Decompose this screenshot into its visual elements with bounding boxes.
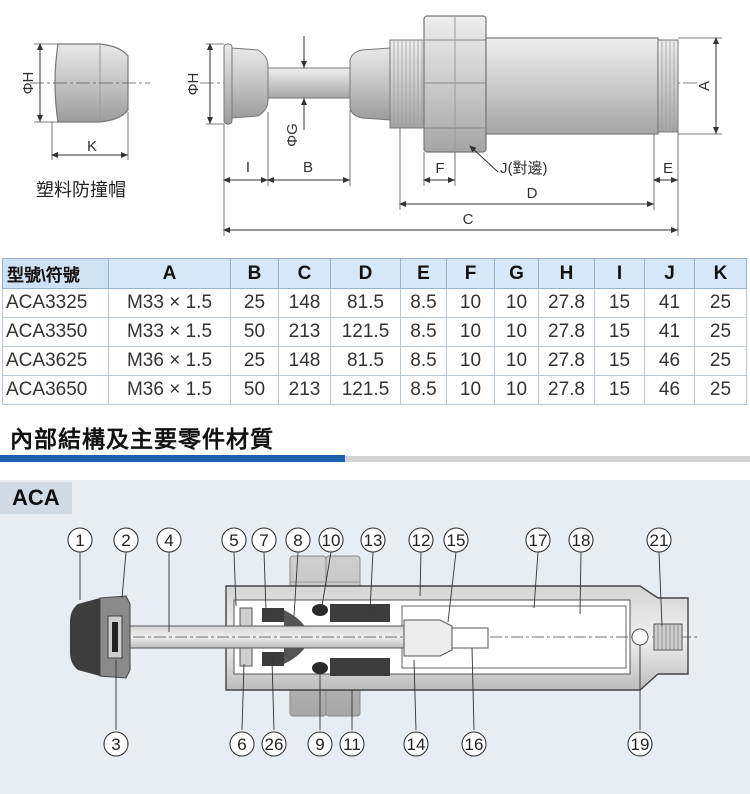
table-cell: 81.5 [330,288,401,318]
table-cell: 15 [594,288,645,318]
callout-1: 1 [75,531,84,550]
section-title: 內部結構及主要零件材質 [10,426,274,452]
b-label: B [303,159,313,176]
table-cell: 10 [446,346,495,376]
table-cell: 27.8 [538,317,595,347]
table-cell: 10 [446,317,495,347]
table-header: 型號\符號 [2,258,109,289]
table-cell: 213 [278,317,331,347]
model-cell: ACA3650 [2,375,109,405]
callout-26: 26 [265,735,284,754]
table-cell: 27.8 [538,288,595,318]
table-cell: 8.5 [400,346,447,376]
callout-7: 7 [259,531,268,550]
callout-11: 11 [343,735,361,754]
phi-h-label-2: ΦH [185,73,202,96]
callout-12: 12 [412,531,431,550]
table-cell: 10 [494,375,539,405]
callout-21: 21 [650,531,669,550]
callout-13: 13 [364,531,383,550]
callout-17: 17 [529,531,548,550]
callout-9: 9 [315,735,324,754]
c-label: C [463,211,474,228]
table-header: B [230,258,279,289]
i-label: I [246,159,250,176]
callout-16: 16 [465,735,484,754]
table-cell: 10 [446,375,495,405]
table-cell: M36 × 1.5 [108,375,231,405]
table-cell: M33 × 1.5 [108,317,231,347]
table-cell: 10 [494,288,539,318]
model-cell: ACA3625 [2,346,109,376]
table-cell: 15 [594,346,645,376]
f-label: F [435,160,444,177]
table-header: K [694,258,747,289]
table-cell: 25 [694,346,747,376]
aca-tab-label: ACA [0,482,72,514]
table-cell: 81.5 [330,346,401,376]
table-cell: 50 [230,375,279,405]
table-cell: 25 [230,288,279,318]
dimension-diagram: ΦH K 塑料防撞帽 ΦH [20,15,722,236]
table-cell: 10 [494,346,539,376]
callout-5: 5 [229,531,238,550]
table-cell: 25 [694,375,747,405]
table-cell: 50 [230,317,279,347]
callout-4: 4 [164,531,173,550]
table-cell: 8.5 [400,375,447,405]
model-cell: ACA3350 [2,317,109,347]
table-header: J [644,258,695,289]
section-divider-accent [0,455,345,462]
table-header: C [278,258,331,289]
table-header: D [330,258,401,289]
table-header: A [108,258,231,289]
phi-h-label: ΦH [20,72,37,95]
table-cell: 46 [644,375,695,405]
plastic-cap-drawing [30,43,150,160]
callout-6: 6 [237,735,246,754]
table-cell: 46 [644,346,695,376]
table-cell: 148 [278,346,331,376]
phi-g-label: ΦG [284,123,301,147]
table-cell: 121.5 [330,317,401,347]
table-cell: 8.5 [400,317,447,347]
table-header: G [494,258,539,289]
d-label: D [527,185,538,202]
table-cell: 25 [230,346,279,376]
table-cell: 10 [494,317,539,347]
table-cell: 15 [594,317,645,347]
table-header: H [538,258,595,289]
table-header: I [594,258,645,289]
table-cell: M33 × 1.5 [108,288,231,318]
table-cell: 121.5 [330,375,401,405]
a-label: A [696,81,713,91]
j-label: J(對邊) [500,160,548,177]
section-divider [0,456,750,462]
callout-19: 19 [631,735,650,754]
table-cell: 15 [594,375,645,405]
table-cell: 27.8 [538,346,595,376]
callout-8: 8 [293,531,302,550]
table-cell: 27.8 [538,375,595,405]
cap-caption: 塑料防撞帽 [36,180,126,200]
table-cell: 25 [694,288,747,318]
callout-15: 15 [447,531,466,550]
shock-absorber-drawing [200,15,700,153]
table-cell: 213 [278,375,331,405]
callout-3: 3 [111,735,120,754]
callout-10: 10 [322,531,341,550]
e-label: E [663,160,673,177]
callout-14: 14 [407,735,426,754]
callout-2: 2 [121,531,130,550]
table-header-row: 型號\符號 A B C D E F G H I J K [2,258,747,289]
k-label: K [87,138,97,155]
callout-18: 18 [572,531,591,550]
